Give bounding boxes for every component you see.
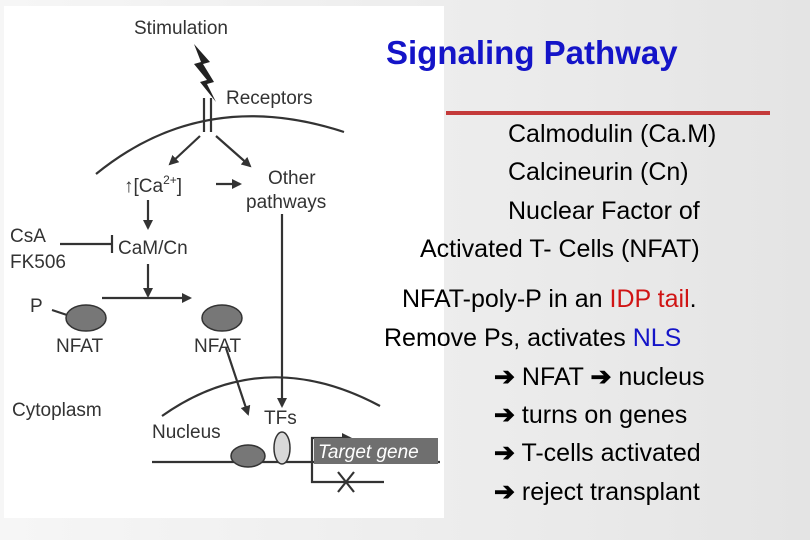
arrow-right-icon: ➔ [494, 401, 515, 429]
arrow-right-icon: ➔ [494, 478, 515, 506]
mechanism-line-1-text: NFAT-poly-P in an [402, 285, 610, 313]
label-cam-cn: CaM/Cn [118, 238, 188, 259]
label-tfs: TFs [264, 408, 297, 429]
mechanism-line-2-text: Remove Ps, activates [384, 324, 633, 352]
slide-title: Signaling Pathway [386, 34, 678, 71]
arrow-right-icon: ➔ [590, 363, 612, 391]
title-underline [446, 111, 770, 115]
consequence-transplant-text: reject transplant [521, 478, 700, 506]
definition-calcineurin: Calcineurin (Cn) [508, 158, 689, 186]
target-gene-box [314, 438, 438, 464]
block-x-2 [337, 471, 355, 493]
arrow-receptor-to-calcium [168, 135, 201, 166]
cell-membrane [95, 115, 345, 175]
label-csa: CsA [10, 226, 46, 247]
label-target-gene: Target gene [318, 442, 419, 463]
consequence-nfat: NFAT [521, 363, 584, 391]
pathway-diagram: Stimulation Receptors ↑[Ca2+] Other path… [4, 6, 444, 518]
label-phosphate: P [30, 296, 43, 317]
nfat-left-protein [65, 304, 107, 332]
arrow-receptor-to-other-pathways [215, 135, 252, 168]
idp-tail-highlight: IDP tail [609, 285, 690, 313]
consequence-tcells-text: T-cells activated [521, 439, 701, 467]
arrow-right-icon: ➔ [494, 363, 515, 391]
label-stimulation: Stimulation [134, 18, 228, 39]
stimulation-bolt-icon [194, 44, 216, 102]
mechanism-line-1: NFAT-poly-P in an IDP tail. [402, 285, 697, 314]
mechanism-line-1-period: . [689, 285, 697, 313]
nls-highlight: NLS [632, 324, 682, 352]
label-nfat-left: NFAT [56, 336, 104, 357]
nfat-nuclear-protein [230, 444, 266, 468]
label-cytoplasm: Cytoplasm [12, 400, 102, 421]
label-nfat-right: NFAT [194, 336, 242, 357]
arrow-nfat-to-nucleus [224, 347, 251, 416]
definition-calmodulin: Calmodulin (Ca.M) [508, 120, 717, 148]
mechanism-line-2: Remove Ps, activates NLS [384, 324, 681, 353]
label-nucleus: Nucleus [152, 422, 221, 443]
label-other-pathways-1: Other [268, 168, 316, 189]
consequence-tcells: ➔ T-cells activated [494, 438, 701, 468]
consequence-transplant: ➔ reject transplant [494, 477, 700, 507]
consequence-genes-text: turns on genes [521, 401, 688, 429]
label-receptors: Receptors [226, 88, 313, 109]
label-fk506: FK506 [10, 252, 66, 273]
consequence-nfat-to-nucleus: ➔ NFAT ➔ nucleus [494, 362, 705, 392]
nuclear-membrane [161, 376, 381, 417]
pathway-diagram-svg: Stimulation Receptors ↑[Ca2+] Other path… [10, 18, 440, 493]
tf-nuclear-protein [273, 431, 291, 465]
label-other-pathways-2: pathways [246, 192, 326, 213]
definition-nfat-line1: Nuclear Factor of [508, 197, 700, 225]
repressed-transcription-line [310, 462, 384, 484]
consequence-genes: ➔ turns on genes [494, 400, 687, 430]
label-calcium: ↑[Ca2+] [124, 173, 182, 197]
consequence-nucleus: nucleus [618, 363, 705, 391]
arrow-right-icon: ➔ [494, 439, 515, 467]
definition-nfat-line2: Activated T- Cells (NFAT) [420, 235, 700, 263]
nfat-right-protein [201, 304, 243, 332]
